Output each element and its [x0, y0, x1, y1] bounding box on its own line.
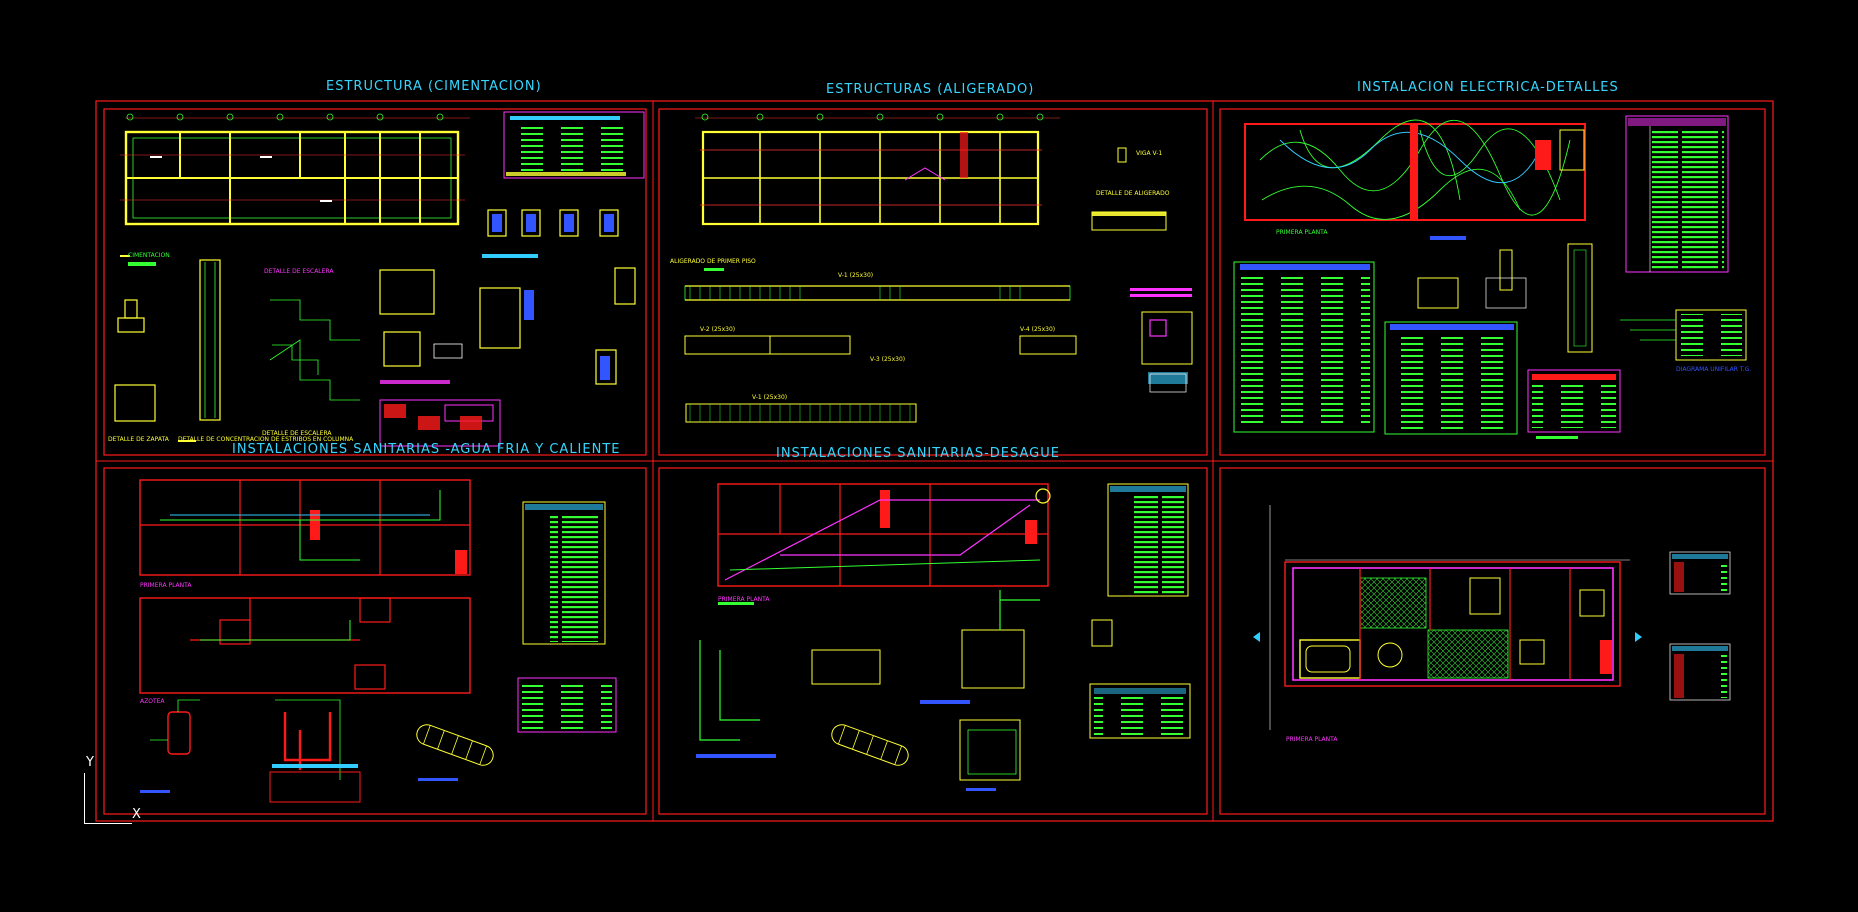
- label-detalle-escalera-2: DETALLE DE ESCALERA: [262, 430, 332, 437]
- label-detalle-estribos: DETALLE DE CONCENTRACION DE ESTRIBOS EN …: [178, 436, 354, 443]
- sheet-title-desague: INSTALACIONES SANITARIAS-DESAGUE: [776, 446, 1060, 461]
- sheet-4-drawing: [139, 479, 617, 803]
- sheet-title-aligerado: ESTRUCTURAS (ALIGERADO): [826, 82, 1035, 97]
- sheet-title-agua: INSTALACIONES SANITARIAS -AGUA FRIA Y CA…: [232, 442, 621, 457]
- label-cimentacion: CIMENTACION: [128, 252, 170, 259]
- ucs-icon: Y X: [82, 755, 142, 825]
- sheet-1-drawing: [114, 111, 645, 447]
- sheet-2-drawing: [684, 113, 1193, 423]
- label-v2: V-2 (25x30): [700, 326, 736, 333]
- label-azotea: AZOTEA: [140, 698, 165, 705]
- label-electrica-primera-planta: PRIMERA PLANTA: [1276, 229, 1328, 236]
- label-arq-primera-planta: PRIMERA PLANTA: [1286, 736, 1338, 743]
- sheet-frame-6: [1219, 467, 1766, 815]
- label-v1-b: V-1 (25x30): [752, 394, 788, 401]
- sheet-3-drawing: [1233, 115, 1747, 439]
- sheet-title-electrica: INSTALACION ELECTRICA-DETALLES: [1357, 80, 1619, 95]
- label-v1-a: V-1 (25x30): [838, 272, 874, 279]
- label-agua-primera-planta: PRIMERA PLANTA: [140, 582, 192, 589]
- label-detalle-aligerado: DETALLE DE ALIGERADO: [1096, 190, 1170, 197]
- sheet-frame-1: [103, 108, 647, 456]
- sheet-frame-5: [658, 467, 1208, 815]
- ucs-x-label: X: [132, 807, 141, 822]
- sheet-frame-4: [103, 467, 647, 815]
- label-aligerado-primer-piso: ALIGERADO DE PRIMER PISO: [670, 258, 756, 265]
- label-desague-primera-planta: PRIMERA PLANTA: [718, 596, 770, 603]
- label-diagrama-unifilar: DIAGRAMA UNIFILAR T.G.: [1676, 366, 1752, 373]
- sheet-title-cimentacion: ESTRUCTURA (CIMENTACION): [326, 79, 542, 94]
- sheet-frame-3: [1219, 108, 1766, 456]
- label-v4: V-4 (25x30): [1020, 326, 1056, 333]
- label-detalle-zapata: DETALLE DE ZAPATA: [108, 436, 169, 443]
- sheet-6-drawing: [1253, 505, 1731, 730]
- sheet-5-drawing: [696, 483, 1191, 791]
- ucs-y-label: Y: [86, 755, 94, 770]
- sheet-frame-2: [658, 108, 1208, 456]
- label-v3: V-3 (25x30): [870, 356, 906, 363]
- label-viga: VIGA V-1: [1136, 150, 1163, 157]
- label-detalle-escalera: DETALLE DE ESCALERA: [264, 268, 334, 275]
